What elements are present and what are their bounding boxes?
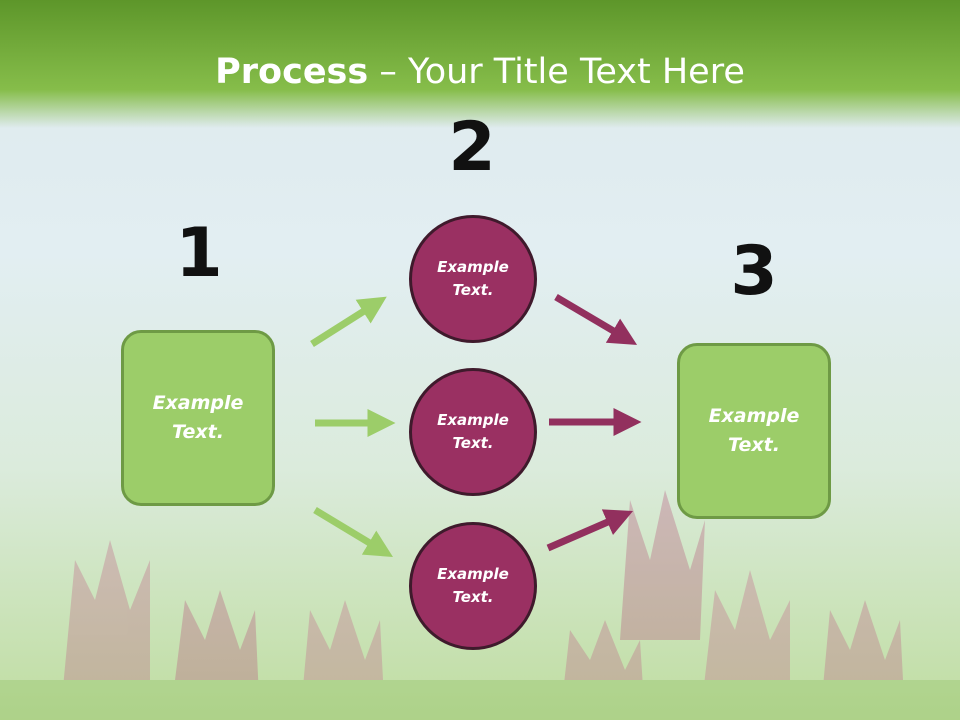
title-bold: Process: [215, 52, 369, 92]
step-1-line1: Example: [152, 392, 244, 414]
arrow-magenta-down: [554, 293, 638, 345]
circle-top-line2: Text.: [452, 281, 494, 299]
circle-middle-line1: Example: [437, 411, 509, 429]
step-1-line2: Text.: [172, 421, 224, 443]
circle-bottom-line2: Text.: [452, 588, 494, 606]
arrow-green-down: [313, 507, 393, 558]
arrow-magenta-up: [546, 509, 634, 552]
title-rest: – Your Title Text Here: [368, 52, 745, 92]
title-bar: [0, 0, 960, 128]
slide-title: Process – Your Title Text Here: [0, 52, 960, 92]
arrow-green-up: [310, 296, 387, 347]
circle-middle-line2: Text.: [452, 434, 494, 452]
step-number-3: 3: [730, 232, 778, 311]
step-number-1: 1: [175, 214, 223, 293]
step-3-line1: Example: [708, 405, 800, 427]
step-number-2: 2: [448, 108, 496, 187]
circle-bottom-line1: Example: [437, 565, 509, 583]
step-3-line2: Text.: [728, 434, 780, 456]
circle-top-line1: Example: [437, 258, 509, 276]
